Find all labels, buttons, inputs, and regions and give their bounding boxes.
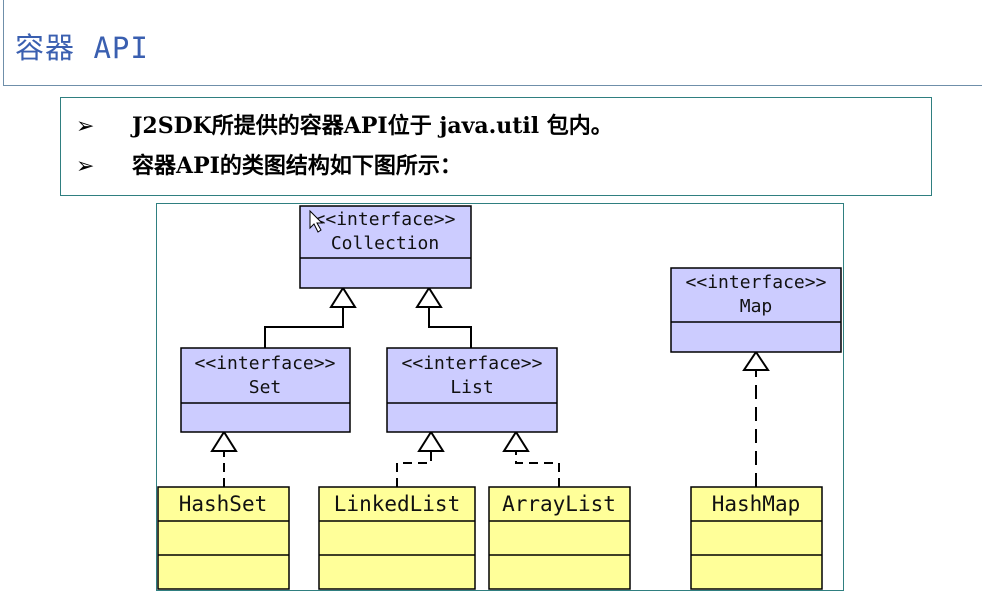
arrowheads [210,286,770,452]
bullet-text-1: J2SDK所提供的容器API位于 java.util 包内。 [132,113,613,139]
connectors [223,307,757,487]
class-name-arraylist: ArrayList [502,492,616,516]
generalization-list-collection [428,307,472,348]
class-name-linkedlist: LinkedList [334,492,460,516]
realization-arraylist-list [515,451,560,487]
stereotype-label: <<interface>> [686,272,827,293]
arrowhead-icon [502,430,530,452]
class-linkedlist: LinkedList [318,486,476,590]
arrowhead-icon [417,430,445,452]
class-name-hashmap: HashMap [712,492,801,516]
arrowhead-icon [742,350,770,371]
bullet-arrow-icon: ➢ [76,154,95,179]
class-hashset: HashSet [157,486,290,590]
class-arraylist: ArrayList [488,486,631,590]
arrowhead-icon [329,286,357,308]
mouse-cursor-icon [309,209,324,233]
slide-title: 容器 API [15,31,149,65]
arrowhead-icon [210,430,238,452]
class-name-list: List [450,377,493,398]
interface-collection: <<interface>> Collection [299,205,472,289]
generalization-set-collection [264,307,344,348]
bullet-item-1: ➢ J2SDK所提供的容器API位于 java.util 包内。 [76,108,613,140]
class-name-collection: Collection [331,233,439,254]
class-hashmap: HashMap [690,486,823,590]
stereotype-label: <<interface>> [402,353,543,374]
interface-list: <<interface>> List [386,347,558,433]
class-name-set: Set [249,377,282,398]
interface-map: <<interface>> Map [670,267,842,353]
title-bar [3,0,982,86]
stereotype-label: <<interface>> [195,353,336,374]
class-name-map: Map [740,296,773,317]
bullet-arrow-icon: ➢ [76,114,95,139]
bullet-text-2: 容器API的类图结构如下图所示： [132,153,462,179]
class-name-hashset: HashSet [179,492,268,516]
bullet-box: ➢ J2SDK所提供的容器API位于 java.util 包内。 ➢ 容器API的类… [60,97,932,196]
stereotype-label: <<interface>> [315,209,456,230]
arrowhead-icon [415,286,443,308]
interface-set: <<interface>> Set [180,347,351,433]
realization-linkedlist-list [396,451,432,487]
bullet-item-2: ➢ 容器API的类图结构如下图所示： [76,148,462,180]
